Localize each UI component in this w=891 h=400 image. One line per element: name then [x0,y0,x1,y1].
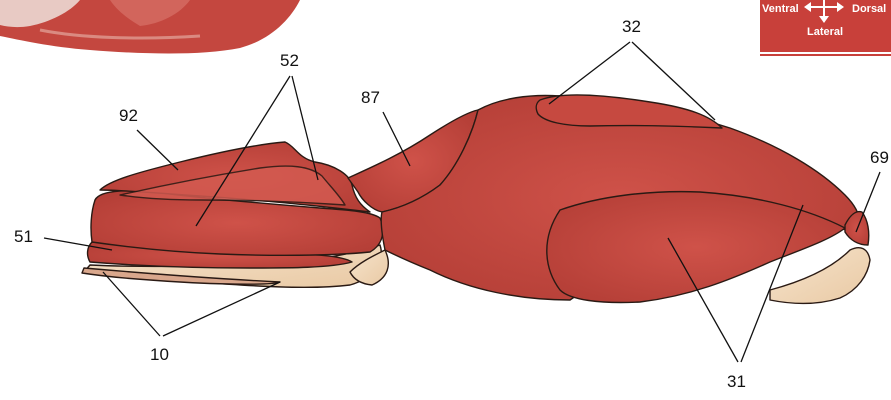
label-92: 92 [119,106,138,125]
meat-photo-fragment [0,0,300,54]
meat-cut [82,95,870,304]
label-52: 52 [280,51,299,70]
label-10: 10 [150,345,169,364]
label-31: 31 [727,372,746,391]
leader-10-a [103,272,160,336]
orientation-lateral-label: Lateral [807,26,843,38]
label-51: 51 [14,227,33,246]
label-69: 69 [870,148,889,167]
label-87: 87 [361,88,380,107]
orientation-badge: Ventral Dorsal Lateral [760,0,891,55]
leader-10-b [163,282,280,336]
orientation-dorsal-label: Dorsal [852,3,886,15]
orientation-ventral-label: Ventral [762,3,799,15]
leader-92 [137,130,178,170]
label-32: 32 [622,17,641,36]
